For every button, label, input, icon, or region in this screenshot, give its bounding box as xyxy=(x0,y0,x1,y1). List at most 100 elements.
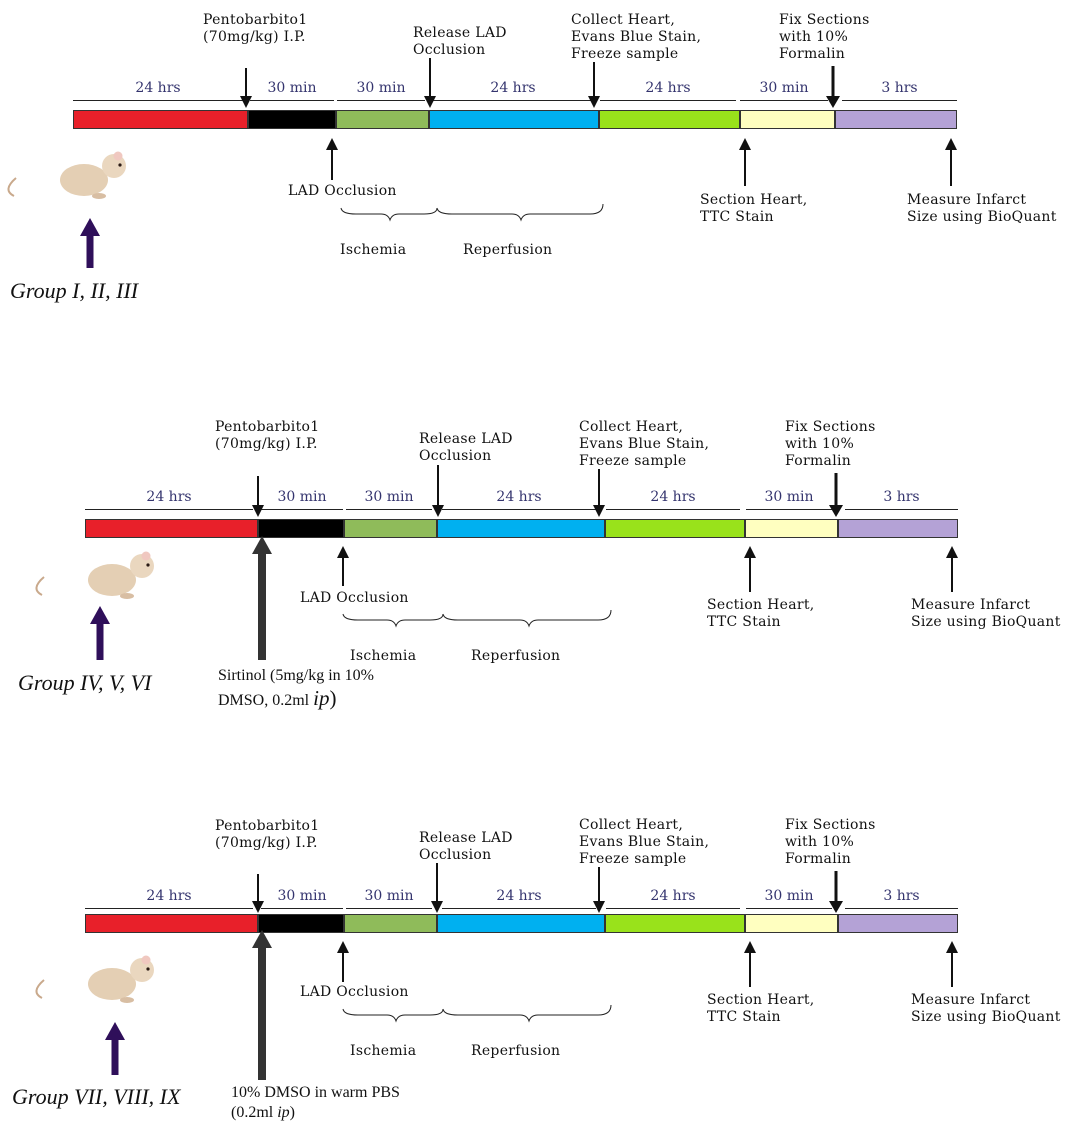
lad-occlusion-label: LAD Occlusion xyxy=(300,984,409,1000)
timeline-segment-olive xyxy=(344,519,437,538)
duration-label: 24 hrs xyxy=(490,80,536,96)
duration-label: 24 hrs xyxy=(146,489,192,505)
reperfusion-brace xyxy=(442,609,612,628)
group-arrow-icon xyxy=(80,218,100,268)
arrow-down-icon xyxy=(829,473,843,517)
reperfusion-label: Reperfusion xyxy=(463,242,553,258)
duration-bracket xyxy=(600,100,736,101)
arrow-down-icon xyxy=(588,62,600,108)
collect-heart-label: Collect Heart,Evans Blue Stain,Freeze sa… xyxy=(571,12,702,62)
duration-bracket xyxy=(85,908,253,909)
duration-label: 24 hrs xyxy=(650,489,696,505)
reperfusion-brace xyxy=(436,203,604,222)
section-heart-label: Section Heart,TTC Stain xyxy=(700,192,808,225)
arrow-down-icon xyxy=(432,465,444,517)
duration-bracket xyxy=(250,100,334,101)
sirtinol-arrow-icon xyxy=(252,536,272,660)
duration-bracket xyxy=(442,509,596,510)
timeline-segment-olive xyxy=(336,110,429,129)
duration-label: 3 hrs xyxy=(883,888,920,904)
duration-label: 24 hrs xyxy=(645,80,691,96)
section-heart-label: Section Heart,TTC Stain xyxy=(707,992,815,1025)
duration-label: 24 hrs xyxy=(135,80,181,96)
duration-bracket xyxy=(740,100,828,101)
duration-bracket xyxy=(606,509,740,510)
timeline-segment-blue xyxy=(429,110,599,129)
duration-bracket xyxy=(442,908,596,909)
timeline-segment-lavender xyxy=(838,914,958,933)
panel-arrows-layer xyxy=(35,465,958,660)
duration-label: 30 min xyxy=(277,888,327,904)
arrow-up-icon xyxy=(326,138,338,180)
arrow-up-icon xyxy=(945,138,957,186)
duration-bracket xyxy=(346,509,432,510)
arrow-down-icon xyxy=(424,58,436,108)
arrow-down-icon xyxy=(826,66,840,108)
timeline-segment-blue xyxy=(437,914,605,933)
arrow-down-icon xyxy=(431,863,443,913)
group-label: Group IV, V, VI xyxy=(18,670,152,695)
ischemia-brace xyxy=(342,613,444,628)
sirtinol-treatment-label: Sirtinol (5mg/kg in 10% DMSO, 0.2ml ip) xyxy=(218,667,374,710)
group-label: Group VII, VIII, IX xyxy=(12,1084,181,1109)
timeline-segment-lavender xyxy=(838,519,958,538)
duration-label: 24 hrs xyxy=(496,888,542,904)
arrow-down-icon xyxy=(252,476,264,517)
duration-bracket xyxy=(261,509,343,510)
duration-label: 3 hrs xyxy=(883,489,920,505)
duration-label: 30 min xyxy=(364,888,414,904)
reperfusion-label: Reperfusion xyxy=(471,648,561,664)
arrow-down-icon xyxy=(593,469,605,517)
timeline-segment-lime xyxy=(605,519,745,538)
ischemia-brace xyxy=(340,207,438,222)
timeline-segment-blue xyxy=(437,519,605,538)
duration-label: 30 min xyxy=(764,888,814,904)
duration-label: 24 hrs xyxy=(650,888,696,904)
timeline-segment-cream xyxy=(740,110,835,129)
duration-bracket xyxy=(346,908,432,909)
arrow-down-icon xyxy=(252,874,264,913)
arrow-up-icon xyxy=(337,546,349,586)
duration-label: 3 hrs xyxy=(881,80,918,96)
duration-bracket xyxy=(845,908,958,909)
duration-label: 30 min xyxy=(764,489,814,505)
duration-label: 24 hrs xyxy=(146,888,192,904)
timeline-segment-lavender xyxy=(835,110,957,129)
arrow-up-icon xyxy=(946,546,958,592)
arrow-down-icon xyxy=(240,68,252,108)
ischemia-label: Ischemia xyxy=(340,242,407,258)
arrow-up-icon xyxy=(744,941,756,987)
timeline-segment-black xyxy=(248,110,336,129)
arrow-down-icon xyxy=(829,871,843,913)
collect-heart-label: Collect Heart,Evans Blue Stain,Freeze sa… xyxy=(579,419,710,469)
duration-bracket xyxy=(433,100,593,101)
arrow-down-icon xyxy=(593,867,605,913)
panel-arrows-layer xyxy=(7,58,957,268)
timeline-segment-lime xyxy=(605,914,745,933)
duration-bracket xyxy=(746,908,832,909)
duration-bracket xyxy=(261,908,343,909)
dmso-arrow-icon xyxy=(252,930,272,1080)
rat-icon xyxy=(35,551,154,599)
timeline-segment-lime xyxy=(599,110,740,129)
timeline-segment-cream xyxy=(745,519,838,538)
duration-bracket xyxy=(746,509,832,510)
duration-label: 24 hrs xyxy=(496,489,542,505)
group-arrow-icon xyxy=(90,606,110,660)
timeline-segment-red xyxy=(73,110,248,129)
ischemia-label: Ischemia xyxy=(350,648,417,664)
rat-icon xyxy=(7,151,126,199)
duration-bracket xyxy=(606,908,740,909)
dmso-treatment-label: 10% DMSO in warm PBS (0.2ml ip) xyxy=(231,1084,400,1121)
duration-label: 30 min xyxy=(277,489,327,505)
timeline-segment-olive xyxy=(344,914,437,933)
lad-occlusion-label: LAD Occlusion xyxy=(300,590,409,606)
